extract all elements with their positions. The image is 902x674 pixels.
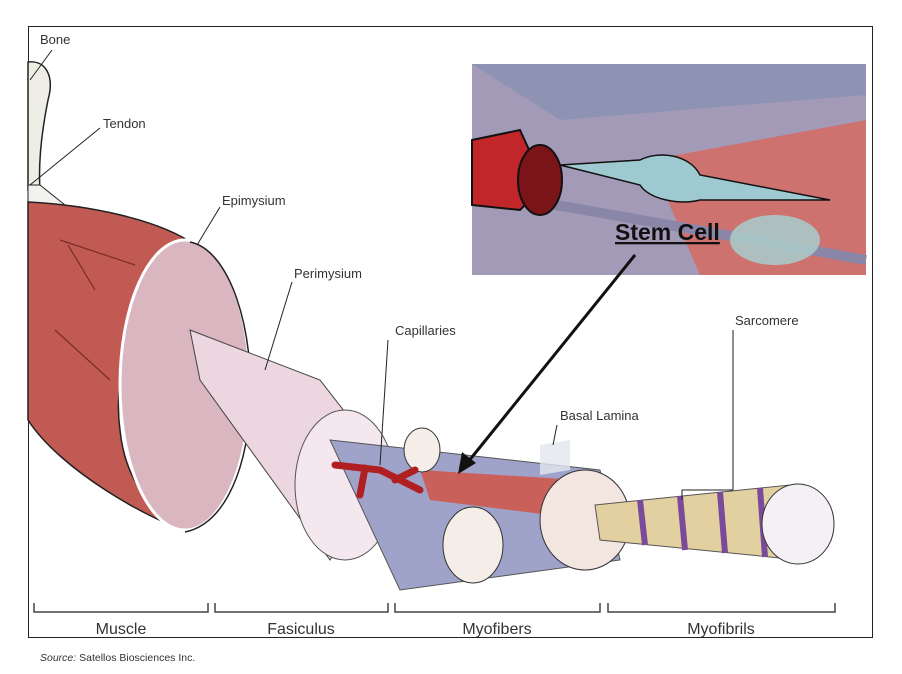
stem-cell-arrow [466,254,637,463]
source-prefix: Source: [40,652,77,664]
label-epimysium: Epimysium [222,193,286,208]
label-capillaries: Capillaries [395,323,456,338]
bone-shape [27,61,51,191]
label-basal-lamina: Basal Lamina [560,408,640,423]
myofiber-cross-section [442,506,504,584]
label-bone: Bone [40,32,70,47]
source-caption: Source: Satellos Biosciences Inc. [40,652,195,664]
section-brackets [33,603,836,613]
source-text: Satellos Biosciences Inc. [79,652,196,664]
section-myofibers: Myofibers [462,621,531,638]
label-tendon: Tendon [103,116,146,131]
label-stem-cell: Stem Cell [615,219,720,245]
label-sarcomere: Sarcomere [735,313,799,328]
stem-cell-inset: Stem Cell [471,64,867,275]
capillary [331,461,424,499]
section-fasiculus: Fasiculus [267,621,335,638]
section-myofibrils: Myofibrils [687,621,755,638]
stem-cell-shape [559,154,831,203]
label-perimysium: Perimysium [294,266,362,281]
myofibril-cross-section [761,483,835,565]
section-muscle: Muscle [96,621,147,638]
